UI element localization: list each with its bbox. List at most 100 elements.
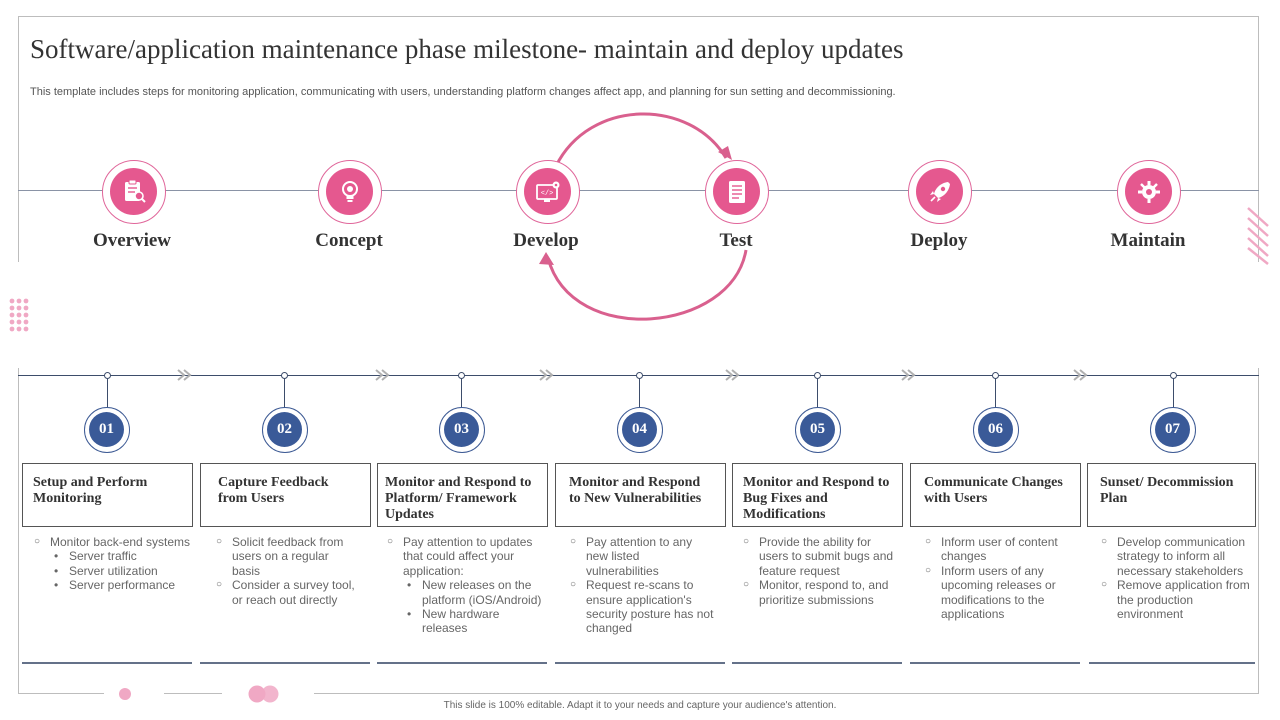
timeline-stem — [107, 378, 108, 412]
step-underline — [377, 662, 547, 664]
bullet-item: New hardware releases — [381, 607, 546, 636]
cycle-arrowhead-bottom — [539, 252, 554, 265]
step-underline — [732, 662, 902, 664]
frame-gap — [1252, 262, 1264, 368]
phase-ring — [1117, 160, 1181, 224]
step-number-badge: 07 — [1150, 407, 1196, 453]
step-title: Monitor and Respond to Bug Fixes and Mod… — [743, 475, 890, 522]
step-underline — [200, 662, 370, 664]
decorative-stripes — [1247, 207, 1269, 265]
gear-wrench-icon — [1137, 180, 1160, 203]
step-title: Communicate Changes with Users — [924, 475, 1063, 506]
phase-ring — [102, 160, 166, 224]
phase-timeline-line — [18, 190, 1259, 191]
timeline-stem — [461, 378, 462, 412]
phase-label-develop: Develop — [513, 230, 579, 251]
step-number: 07 — [1155, 412, 1190, 447]
step-title: Monitor and Respond to Platform/ Framewo… — [385, 475, 532, 522]
step-bullets: Inform user of content changes Inform us… — [919, 535, 1074, 621]
step-card: Setup and Perform Monitoring — [22, 463, 193, 527]
phase-ring: </> — [516, 160, 580, 224]
bullet-item: Inform user of content changes — [919, 535, 1074, 564]
bullet-item: Pay attention to updates that could affe… — [381, 535, 546, 578]
rocket-icon — [929, 181, 950, 202]
bullet-item: Consider a survey tool, or reach out dir… — [210, 578, 360, 607]
timeline-stem — [817, 378, 818, 412]
timeline-stem — [1173, 378, 1174, 412]
step-card: Monitor and Respond to Bug Fixes and Mod… — [732, 463, 903, 527]
step-bullets: Solicit feedback from users on a regular… — [210, 535, 360, 607]
step-number-badge: 05 — [795, 407, 841, 453]
decorative-dot-grid — [9, 298, 29, 332]
step-card: Communicate Changes with Users — [910, 463, 1081, 527]
bullet-item: Provide the ability for users to submit … — [737, 535, 897, 578]
phase-disc: </> — [524, 168, 571, 215]
chevron-right-icon — [1073, 369, 1088, 381]
step-underline — [1089, 662, 1255, 664]
cycle-arrow-bottom — [546, 249, 748, 321]
step-bullets: Pay attention to updates that could affe… — [381, 535, 546, 636]
chevron-right-icon — [375, 369, 390, 381]
phase-ring — [318, 160, 382, 224]
step-underline — [555, 662, 725, 664]
document-icon — [728, 180, 745, 203]
step-underline — [22, 662, 192, 664]
frame-gap — [104, 688, 164, 700]
lightbulb-icon — [341, 180, 358, 202]
bullet-item: New releases on the platform (iOS/Androi… — [381, 578, 546, 607]
chevron-right-icon — [725, 369, 740, 381]
phase-ring — [705, 160, 769, 224]
bullet-item: Server utilization — [28, 564, 193, 579]
step-bullets: Monitor back-end systems Server traffic … — [28, 535, 193, 593]
step-card: Capture Feedback from Users — [200, 463, 371, 527]
step-number: 02 — [267, 412, 302, 447]
phase-disc — [916, 168, 963, 215]
timeline-stem — [284, 378, 285, 412]
step-number: 05 — [800, 412, 835, 447]
footer-note: This slide is 100% editable. Adapt it to… — [443, 700, 837, 711]
phase-label-deploy: Deploy — [910, 230, 968, 251]
step-card: Monitor and Respond to Platform/ Framewo… — [377, 463, 548, 527]
step-number-badge: 02 — [262, 407, 308, 453]
step-number-badge: 01 — [84, 407, 130, 453]
bullet-item: Inform users of any upcoming releases or… — [919, 564, 1074, 622]
bullet-item: Server performance — [28, 578, 193, 593]
step-number: 06 — [978, 412, 1013, 447]
phase-disc — [713, 168, 760, 215]
timeline-stem — [639, 378, 640, 412]
chevron-right-icon — [901, 369, 916, 381]
phase-disc — [326, 168, 373, 215]
step-number: 03 — [444, 412, 479, 447]
step-title: Monitor and Respond to New Vulnerabiliti… — [569, 475, 702, 506]
phase-label-test: Test — [719, 230, 753, 251]
step-bullets: Pay attention to any new listed vulnerab… — [564, 535, 714, 636]
clipboard-search-icon — [124, 179, 146, 203]
timeline-stem — [995, 378, 996, 412]
phase-label-overview: Overview — [92, 230, 172, 251]
step-title: Setup and Perform Monitoring — [33, 475, 148, 506]
page-title: Software/application maintenance phase m… — [30, 34, 904, 64]
phase-ring — [908, 160, 972, 224]
bullet-item: Solicit feedback from users on a regular… — [210, 535, 360, 578]
monitor-code-icon: </> — [535, 181, 559, 202]
step-bullets: Provide the ability for users to submit … — [737, 535, 897, 607]
step-title: Sunset/ Decommission Plan — [1100, 475, 1234, 506]
step-number: 04 — [622, 412, 657, 447]
step-card: Monitor and Respond to New Vulnerabiliti… — [555, 463, 726, 527]
chevron-right-icon — [539, 369, 554, 381]
step-number-badge: 03 — [439, 407, 485, 453]
cycle-arrow-top — [554, 112, 728, 167]
step-underline — [910, 662, 1080, 664]
bullet-item: Request re-scans to ensure application's… — [564, 578, 714, 636]
bullet-item: Monitor, respond to, and prioritize subm… — [737, 578, 897, 607]
bullet-item: Server traffic — [28, 549, 193, 564]
step-number-badge: 06 — [973, 407, 1019, 453]
chevron-right-icon — [177, 369, 192, 381]
phase-disc — [110, 168, 157, 215]
cycle-arrowhead-top — [718, 146, 732, 160]
phase-label-maintain: Maintain — [1110, 230, 1186, 251]
step-title: Capture Feedback from Users — [218, 475, 329, 506]
bullet-item: Remove application from the production e… — [1095, 578, 1255, 621]
step-number-badge: 04 — [617, 407, 663, 453]
svg-text:</>: </> — [540, 190, 553, 198]
